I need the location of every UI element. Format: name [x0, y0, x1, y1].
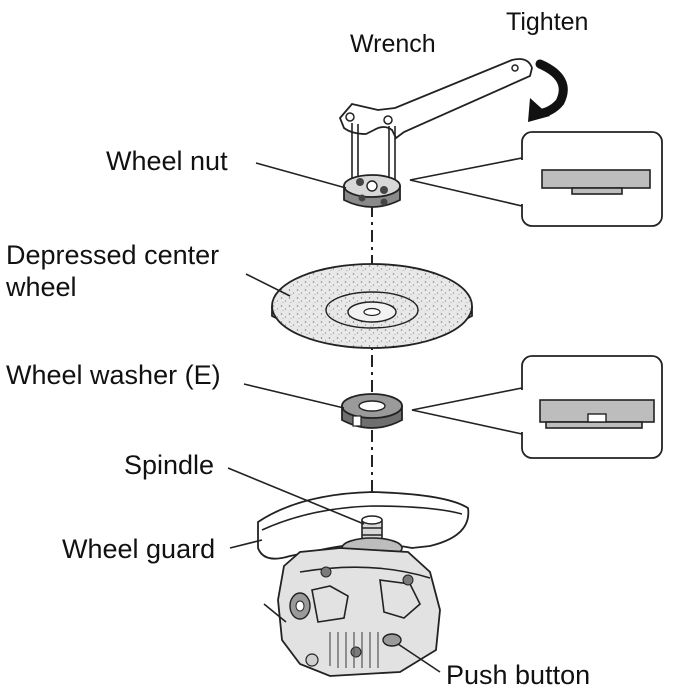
- spindle-label: Spindle: [124, 450, 214, 480]
- push-button-leader: [397, 643, 441, 673]
- gear-housing: [263, 547, 441, 677]
- wheel-nut-callout: [409, 131, 663, 227]
- wheel-washer-section-base: [545, 421, 643, 429]
- depressed-center-wheel-label-line2: wheel: [5, 272, 77, 302]
- spindle-leader: [227, 467, 365, 525]
- wrench: [338, 58, 533, 182]
- wheel-nut-section-boss: [571, 187, 623, 195]
- wheel-guard-leader: [229, 539, 263, 549]
- tighten-label: Tighten: [506, 8, 588, 36]
- tighten-arrow-icon: [528, 59, 568, 122]
- wheel-washer-callout: [411, 355, 663, 459]
- wheel-guard-label: Wheel guard: [62, 534, 215, 564]
- wheel-washer-label: Wheel washer (E): [6, 360, 221, 390]
- depressed-wheel-leader: [245, 273, 291, 297]
- wheel-washer-section-notch: [587, 413, 607, 423]
- wheel-nut: [343, 174, 401, 208]
- wheel-washer: [341, 393, 403, 429]
- push-button-label: Push button: [446, 660, 590, 690]
- push-button: [382, 633, 402, 647]
- wrench-label: Wrench: [350, 30, 436, 58]
- wheel-nut-leader: [255, 162, 347, 189]
- wheel-nut-label: Wheel nut: [106, 146, 228, 176]
- depressed-center-wheel: [271, 263, 473, 349]
- depressed-center-wheel-label-line1: Depressed center: [6, 240, 219, 270]
- wheel-nut-section-bar: [541, 169, 651, 189]
- wheel-washer-leader: [243, 383, 345, 409]
